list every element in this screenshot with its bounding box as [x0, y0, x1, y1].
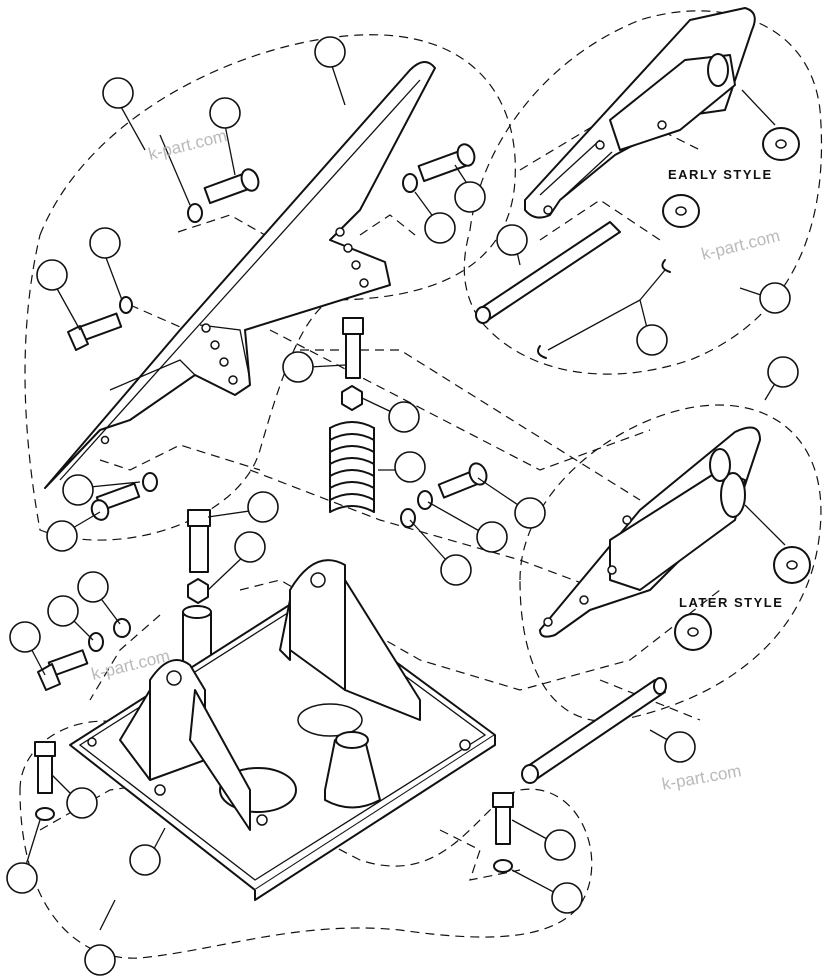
spring-assembly	[329, 317, 375, 513]
left-bolt-set	[37, 618, 131, 691]
watermark: k-part.com	[146, 126, 229, 164]
early-style-washers	[537, 127, 800, 359]
early-style-pedal	[524, 7, 756, 219]
base-bolt-right	[492, 792, 514, 873]
later-style-pedal	[539, 426, 761, 638]
later-style-washers	[674, 546, 811, 651]
pedal-bolt-lower	[90, 472, 158, 521]
middle-bolt-right	[400, 462, 488, 528]
base-bolt-left	[34, 741, 56, 821]
pedal-group-boundary	[24, 34, 516, 541]
later-style-label: LATER STYLE	[679, 595, 783, 610]
pedal-arm	[44, 61, 436, 489]
pedal-bolt-left	[67, 296, 133, 351]
pedal-bolt-upper-right	[402, 143, 476, 193]
watermark: k-part.com	[660, 761, 742, 794]
callout-circles	[6, 36, 799, 976]
later-style-pin	[521, 677, 667, 784]
watermark: k-part.com	[699, 226, 782, 264]
early-style-label: EARLY STYLE	[668, 167, 773, 182]
later-style-boundary	[519, 404, 822, 722]
early-style-boundary	[463, 10, 823, 375]
right-upright	[279, 559, 421, 721]
early-style-pin	[475, 221, 621, 324]
left-upright	[119, 659, 251, 831]
pedal-bolt-upper-left	[187, 168, 260, 223]
